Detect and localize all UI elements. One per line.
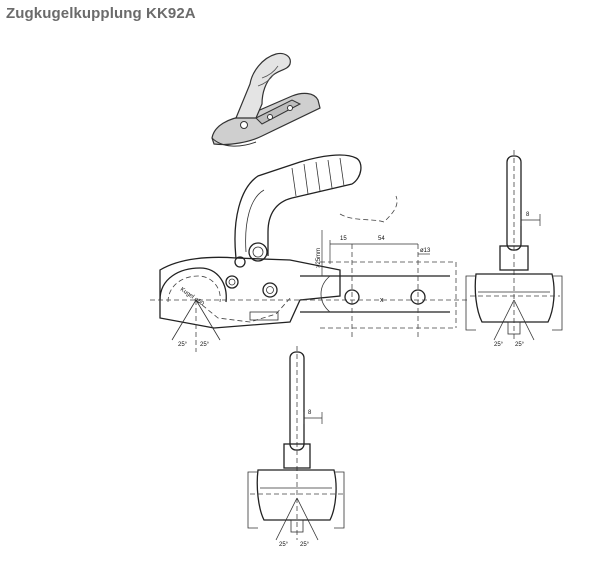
front-bottom-angle-right: 25°: [300, 542, 310, 548]
front-view-bottom: [247, 346, 345, 541]
front-right-angle-left: 25°: [494, 342, 504, 348]
page-title: Zugkugelkupplung KK92A: [6, 5, 196, 22]
front-bottom-angle-left: 25°: [279, 542, 289, 548]
angle-right-label: 25°: [200, 342, 210, 348]
front-view-right: [465, 150, 563, 341]
coupling-3d-render: [211, 52, 321, 147]
angle-left-label: 25°: [178, 342, 188, 348]
dim-spacing-label: 54: [378, 236, 385, 242]
front-right-dim-label: 8: [526, 212, 530, 218]
dim-width-label: 15: [340, 236, 347, 242]
front-right-angle-right: 25°: [515, 342, 525, 348]
dim-offset-label: >25mm: [316, 248, 322, 268]
center-mark: x: [380, 297, 384, 304]
dim-hole-label: ø13: [420, 248, 431, 254]
front-bottom-dim-label: 8: [308, 410, 312, 416]
side-view: [150, 154, 470, 352]
ball-size-label: Kugel ø50: [179, 287, 205, 308]
